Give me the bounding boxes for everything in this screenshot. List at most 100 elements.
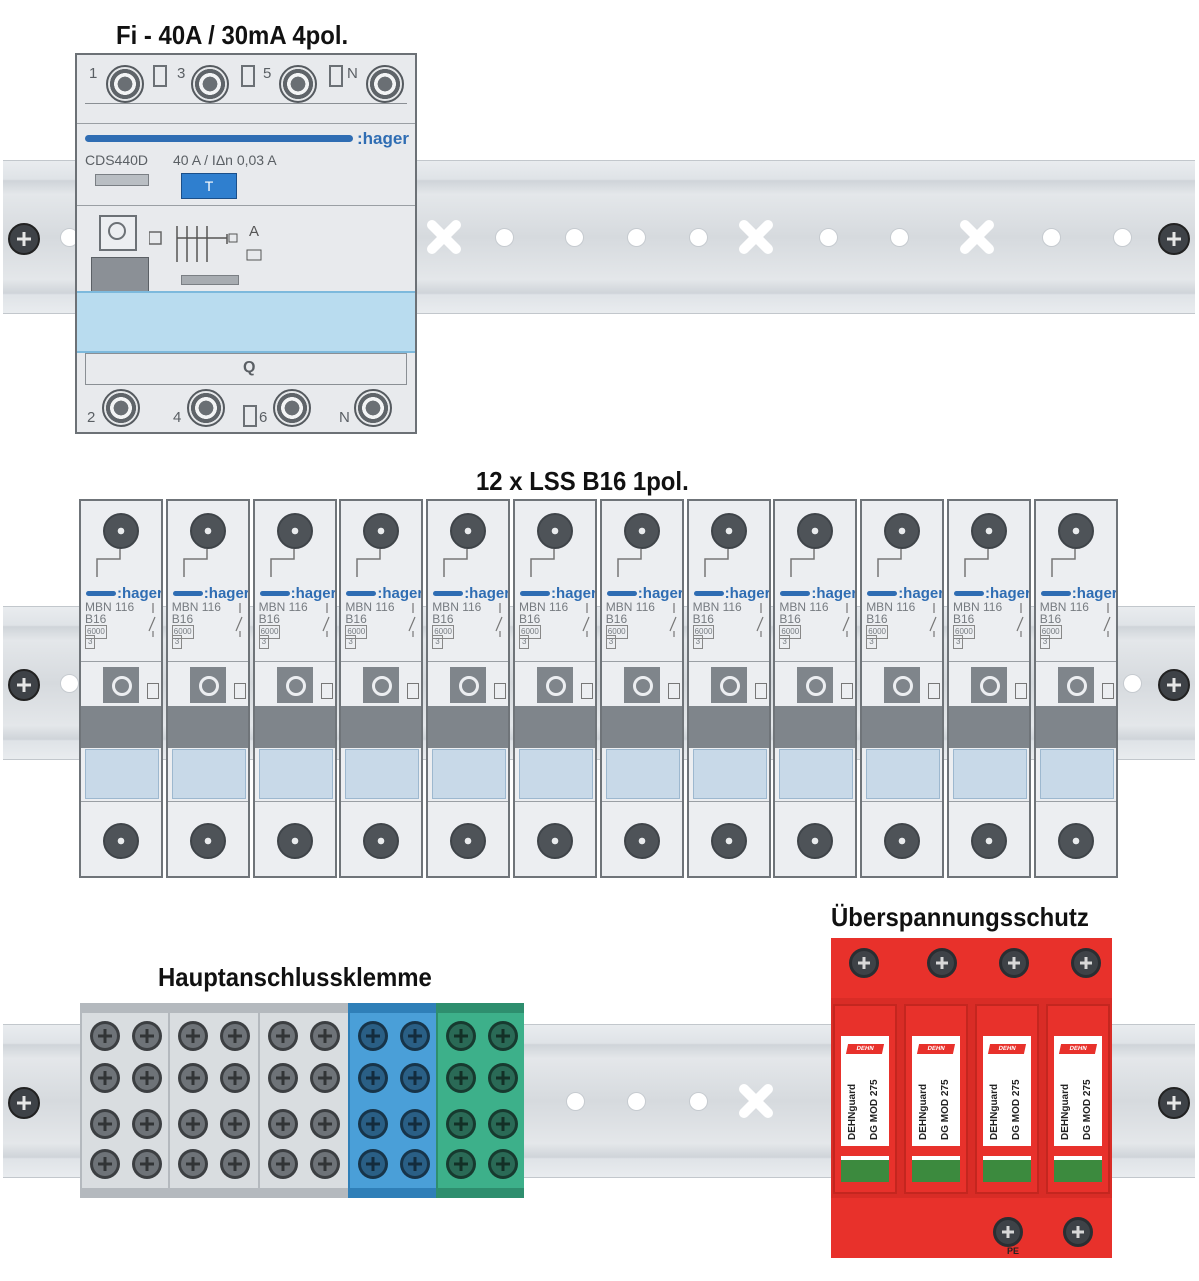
mcb-rating-small: 6000 <box>692 625 715 639</box>
spd-module-line1: DEHNguard <box>847 1083 858 1140</box>
terminal-screw-icon <box>132 1063 162 1093</box>
mcb-brand: :hager <box>117 585 163 602</box>
mcb-rating-small: 6000 <box>432 625 454 639</box>
mcb-toggle[interactable] <box>450 667 487 703</box>
terminal-screw-icon <box>363 823 400 859</box>
terminal-screw-icon <box>884 823 921 859</box>
terminal-screw-icon <box>358 1021 388 1051</box>
hager-stripe <box>954 591 984 596</box>
rail-screw-icon <box>8 1087 40 1119</box>
hager-stripe <box>606 591 637 596</box>
mcb-toggle[interactable] <box>710 667 747 703</box>
mcb-label-window <box>519 749 593 799</box>
mcb-toggle[interactable] <box>797 667 834 703</box>
mcb-toggle[interactable] <box>189 667 226 703</box>
terminal-screw-icon <box>268 1021 298 1051</box>
mcb-handle-strip <box>81 706 161 748</box>
mcb-toggle[interactable] <box>276 667 313 703</box>
terminal-screw-icon <box>971 823 1007 859</box>
terminal-screw-icon <box>400 1109 430 1139</box>
mcb-class: 3 <box>1039 635 1051 649</box>
terminal-screw-icon <box>797 513 834 549</box>
terminal-label: 1 <box>89 65 98 82</box>
terminal-label: 2 <box>87 409 96 426</box>
mcb-brand: :hager <box>377 585 424 602</box>
rcd-slider <box>181 275 239 285</box>
rcd-brand: :hager <box>357 129 409 148</box>
mcb-toggle[interactable] <box>623 667 660 703</box>
mcb-rating-small: 6000 <box>345 625 368 639</box>
wire-line <box>356 549 382 577</box>
terminal-screw-icon <box>797 823 834 859</box>
terminal-label: 4 <box>173 409 182 426</box>
mcb-model: MBN 116 <box>692 600 742 614</box>
dehn-logo: DEHN <box>916 1044 956 1054</box>
rail-screw-icon <box>8 669 40 701</box>
terminal-screw <box>187 389 225 427</box>
spd-title: Überspannungsschutz <box>831 902 1089 932</box>
mcb-toggle[interactable] <box>971 667 1007 703</box>
mcb-rating-small: 6000 <box>1039 625 1062 639</box>
mcb-toggle[interactable] <box>103 667 139 703</box>
switch-symbol-icon <box>669 603 677 637</box>
terminal-slot <box>329 65 343 87</box>
mcb-rating-small: 6000 <box>171 625 194 639</box>
mcb-toggle[interactable] <box>363 667 400 703</box>
hager-stripe <box>259 591 290 596</box>
mcb-handle-strip <box>775 706 856 748</box>
rail-cross-slot-icon <box>739 220 773 254</box>
terminal-screw <box>106 65 144 103</box>
mcb-toggle[interactable] <box>1057 667 1094 703</box>
rail-hole <box>60 674 79 693</box>
terminal-screw-icon <box>1057 513 1094 549</box>
mcb-brand: :hager <box>290 585 337 602</box>
terminal-screw-icon <box>358 1109 388 1139</box>
terminal-screw-icon <box>189 823 226 859</box>
rcd-indicator <box>95 174 149 186</box>
mcb-model: MBN 116 <box>519 600 569 614</box>
terminal-screw-icon <box>488 1109 518 1139</box>
spd-module-line1: DEHNguard <box>918 1083 929 1140</box>
rcd-test-button[interactable]: T <box>181 173 237 199</box>
spd-screw-icon <box>849 948 879 978</box>
mcb-toggle[interactable] <box>537 667 573 703</box>
terminal-label: 6 <box>259 409 268 426</box>
mcb-class: 3 <box>432 635 443 649</box>
mcb-label-window <box>953 749 1027 799</box>
hager-stripe <box>346 591 377 596</box>
terminal-label: N <box>347 65 358 82</box>
spd-pe-screw-icon <box>1063 1217 1093 1247</box>
rail-hole <box>1042 228 1061 247</box>
dehn-logo: DEHN <box>1058 1044 1098 1054</box>
mcb-class: 3 <box>779 635 790 649</box>
rail-screw-icon <box>8 223 40 255</box>
mcb-label-window <box>258 749 333 799</box>
terminal-screw-icon <box>132 1109 162 1139</box>
mcb-rating-small: 6000 <box>953 625 975 639</box>
rcd-rating: 40 A / IΔn 0,03 A <box>173 152 277 168</box>
mcb-rating-small: 6000 <box>779 625 802 639</box>
wire-line <box>530 549 555 577</box>
mcb-rating: B16 <box>85 612 107 626</box>
terminal-screw-icon <box>363 513 400 549</box>
terminal-screw-icon <box>488 1063 518 1093</box>
mcb-toggle[interactable] <box>884 667 921 703</box>
hager-stripe <box>433 591 464 596</box>
mcb-label-window <box>345 749 420 799</box>
hager-stripe <box>867 591 898 596</box>
rail-hole <box>689 228 708 247</box>
mcb-label-window <box>171 749 246 799</box>
mcb-class: 3 <box>171 635 183 649</box>
rcd-device: 1 3 5 N :hager CDS440D 40 A / IΔn 0,03 A… <box>75 53 417 434</box>
terminal-screw-icon <box>132 1021 162 1051</box>
